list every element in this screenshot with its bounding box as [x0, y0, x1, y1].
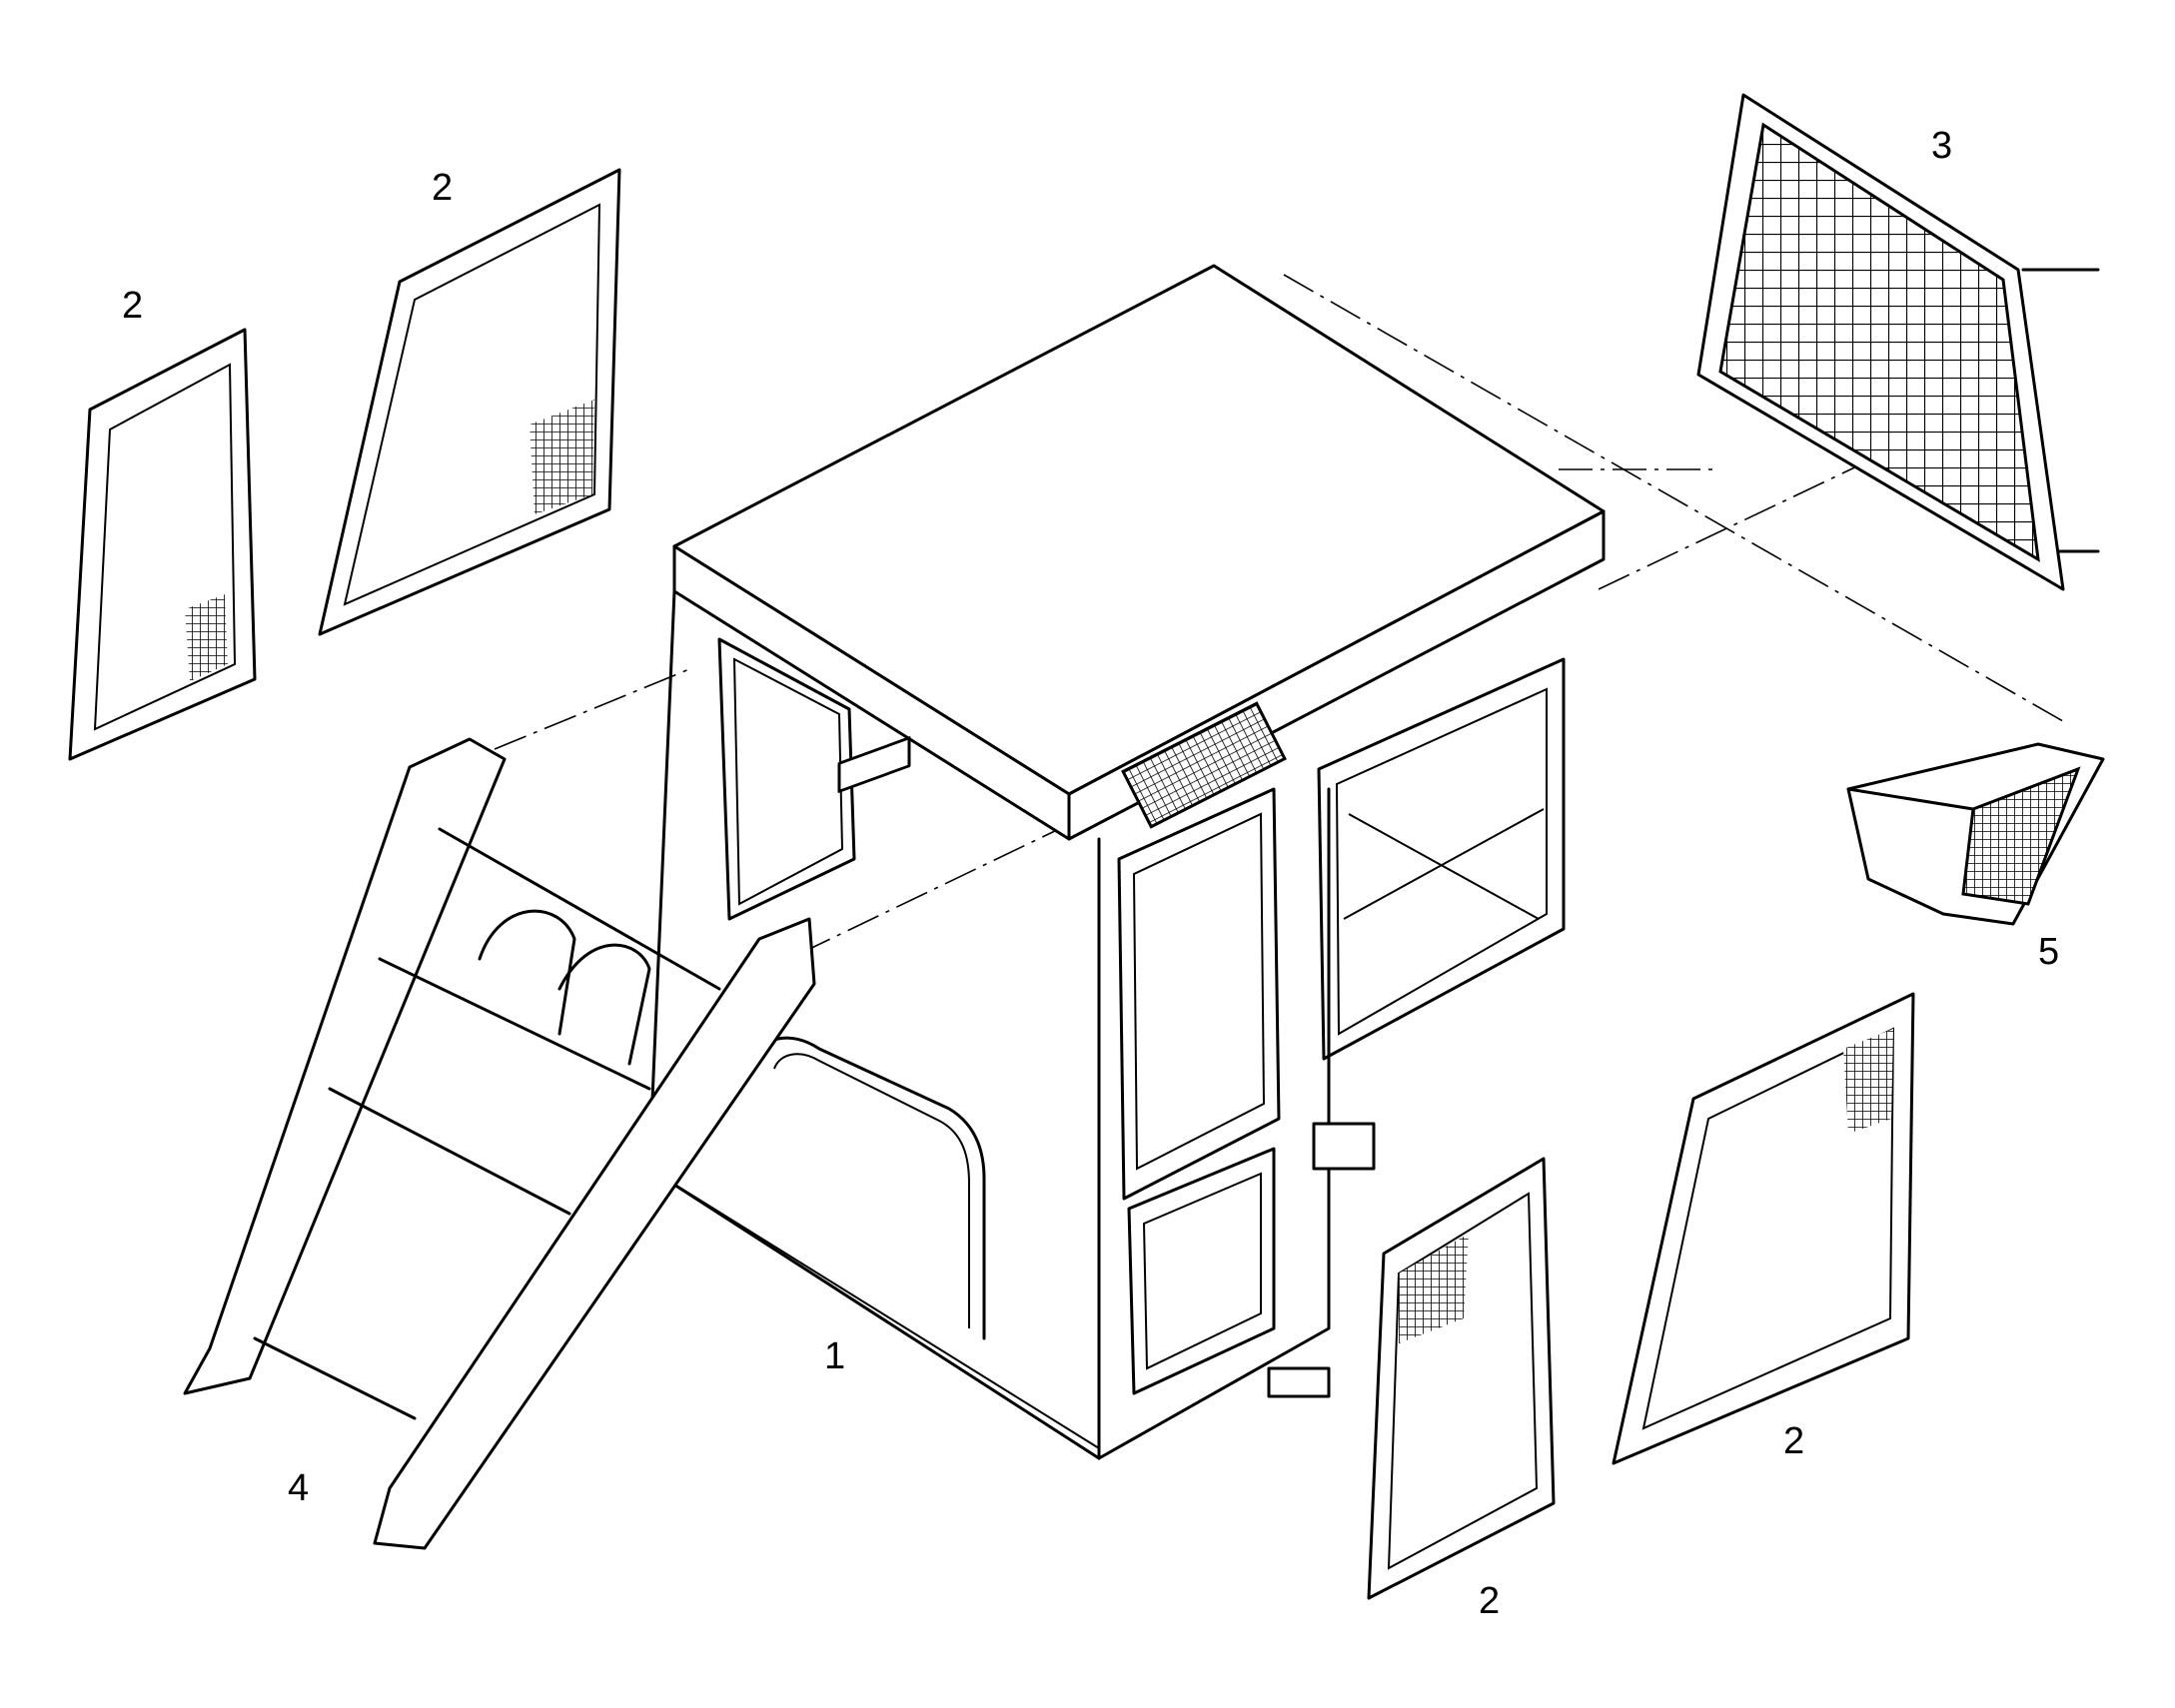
mount-bracket-icon	[1312, 1122, 1376, 1171]
cab-roof-side-edge	[672, 544, 1071, 841]
callout-window-bottom-right-b: 2	[1783, 1420, 1804, 1462]
callout-corner-guard: 5	[2038, 931, 2059, 973]
window-panel-top	[318, 168, 621, 636]
roof-vent-icon	[1121, 701, 1287, 829]
callout-ladder-guard: 4	[288, 1467, 309, 1509]
cab-body	[647, 264, 1606, 1460]
corner-guard	[1846, 742, 2105, 926]
callout-window-top-left-b: 2	[432, 167, 453, 209]
window-panel-left	[68, 328, 257, 761]
window-panel-bottom-right	[1612, 992, 1915, 1465]
cab-roof	[672, 264, 1606, 796]
callout-labels: 1 2 2 2 2 3 4 5	[122, 125, 2059, 1622]
ladder-guard	[183, 737, 816, 1550]
window-panel-bottom-center	[1367, 1157, 1556, 1600]
callout-rear-screen: 3	[1931, 125, 1952, 167]
callout-cab: 1	[824, 1335, 845, 1377]
callout-window-bottom-right-a: 2	[1479, 1580, 1500, 1622]
rear-screen	[1696, 93, 2100, 591]
callout-window-top-left: 2	[122, 285, 143, 327]
